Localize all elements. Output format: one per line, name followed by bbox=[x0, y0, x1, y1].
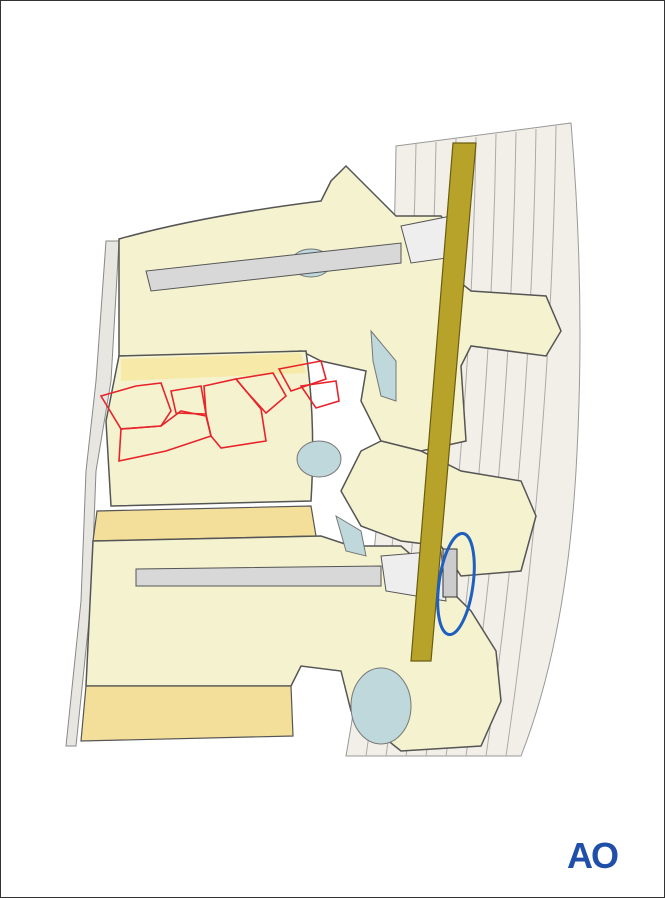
highlight-ellipse bbox=[436, 531, 476, 637]
connecting-rod bbox=[410, 142, 477, 662]
anterior-ligament bbox=[65, 240, 120, 747]
fractured-vertebral-body bbox=[99, 350, 410, 532]
intervertebral-disc bbox=[92, 505, 317, 542]
ao-logo: AO bbox=[567, 835, 619, 876]
